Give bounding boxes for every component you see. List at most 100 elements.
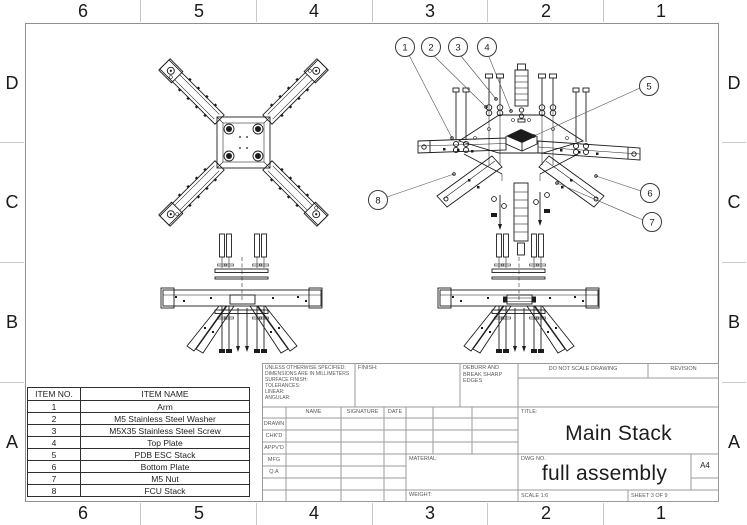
bom-header-item-no: ITEM NO. bbox=[27, 387, 81, 401]
balloon-4: 4 bbox=[477, 37, 497, 57]
bom-item-name: M5X35 Stainless Steel Screw bbox=[80, 424, 250, 437]
zone-label-left-d: D bbox=[5, 73, 19, 93]
zone-label-right-c: C bbox=[727, 192, 741, 212]
title-block-grid bbox=[262, 363, 719, 502]
zone-tick bbox=[372, 503, 373, 525]
zone-tick bbox=[722, 142, 746, 143]
scale-note: SCALE 1:6 bbox=[521, 493, 549, 499]
zone-label-top-4: 4 bbox=[308, 1, 319, 21]
balloon-6: 6 bbox=[640, 183, 660, 203]
zone-label-top-5: 5 bbox=[193, 1, 204, 21]
zone-label-top-3: 3 bbox=[424, 1, 435, 21]
bom-item-no: 7 bbox=[27, 472, 81, 485]
zone-label-right-b: B bbox=[727, 312, 740, 332]
balloon-5: 5 bbox=[639, 76, 659, 96]
approval-row-appvd: APPV'D bbox=[264, 445, 284, 451]
zone-tick bbox=[603, 503, 604, 525]
stack-block bbox=[229, 294, 256, 305]
zone-label-bottom-2: 2 bbox=[540, 503, 551, 523]
title-label: TITLE: bbox=[521, 409, 538, 415]
svg-text:7: 7 bbox=[649, 218, 654, 229]
zone-label-top-2: 2 bbox=[540, 1, 551, 21]
balloon-7: 7 bbox=[642, 212, 662, 232]
balloon-3: 3 bbox=[448, 37, 468, 57]
zone-tick bbox=[256, 503, 257, 525]
bom-item-name: M5 Stainless Steel Washer bbox=[80, 412, 250, 425]
zone-label-bottom-4: 4 bbox=[308, 503, 319, 523]
svg-text:8: 8 bbox=[375, 196, 380, 207]
bom-item-no: 4 bbox=[27, 436, 81, 449]
zone-label-top-6: 6 bbox=[77, 1, 88, 21]
zone-tick bbox=[487, 503, 488, 525]
zone-tick bbox=[603, 0, 604, 22]
zone-tick bbox=[0, 262, 24, 263]
approval-row-qa: Q.A bbox=[269, 469, 279, 475]
bom-item-no: 6 bbox=[27, 460, 81, 473]
approval-row-chkd: CHK'D bbox=[265, 433, 283, 439]
dwg-no-value: full assembly bbox=[541, 462, 668, 485]
spec-note: UNLESS OTHERWISE SPECIFIED: DIMENSIONS A… bbox=[265, 365, 350, 401]
zone-tick bbox=[0, 382, 24, 383]
paper-size: A4 bbox=[700, 461, 710, 470]
approval-row-drawn: DRAWN bbox=[263, 421, 285, 427]
do-not-scale-note: DO NOT SCALE DRAWING bbox=[548, 366, 618, 372]
zone-label-top-1: 1 bbox=[655, 1, 666, 21]
finish-label: FINISH: bbox=[358, 365, 378, 371]
zone-label-bottom-6: 6 bbox=[77, 503, 88, 523]
zone-tick bbox=[256, 0, 257, 22]
zone-label-right-d: D bbox=[727, 73, 741, 93]
zone-label-left-c: C bbox=[5, 192, 19, 212]
dwg-no-label: DWG NO. bbox=[521, 456, 546, 462]
bom-item-name: Bottom Plate bbox=[80, 460, 250, 473]
zone-label-left-b: B bbox=[5, 312, 18, 332]
balloon-leaders bbox=[386, 54, 644, 221]
bom-item-no: 3 bbox=[27, 424, 81, 437]
bom-header-item-name: ITEM NAME bbox=[80, 387, 250, 401]
zone-tick bbox=[140, 0, 141, 22]
zone-label-bottom-5: 5 bbox=[193, 503, 204, 523]
zone-tick bbox=[722, 262, 746, 263]
side-view bbox=[437, 233, 600, 354]
zone-label-bottom-1: 1 bbox=[655, 503, 666, 523]
date-header: DATE bbox=[387, 409, 403, 415]
revision-label: REVISION bbox=[670, 366, 697, 372]
zone-label-right-a: A bbox=[727, 432, 740, 452]
drawing-title: Main Stack bbox=[565, 422, 672, 445]
weight-label: WEIGHT: bbox=[409, 492, 432, 498]
balloon-2: 2 bbox=[421, 37, 441, 57]
zone-tick bbox=[487, 0, 488, 22]
bom-item-name: Arm bbox=[80, 400, 250, 413]
exploded-view bbox=[417, 63, 641, 256]
deburr-note: DEBURR AND BREAK SHARP EDGES bbox=[463, 365, 503, 385]
zone-tick bbox=[372, 0, 373, 22]
zone-label-bottom-3: 3 bbox=[424, 503, 435, 523]
front-view bbox=[160, 233, 323, 354]
material-label: MATERIAL: bbox=[409, 456, 438, 462]
sheet-note: SHEET 3 OF 9 bbox=[631, 493, 668, 499]
svg-text:4: 4 bbox=[484, 43, 489, 54]
name-header: NAME bbox=[305, 409, 322, 415]
bom-item-no: 5 bbox=[27, 448, 81, 461]
bom-item-no: 2 bbox=[27, 412, 81, 425]
zone-label-left-a: A bbox=[5, 432, 18, 452]
zone-tick bbox=[722, 382, 746, 383]
title-block: UNLESS OTHERWISE SPECIFIED: DIMENSIONS A… bbox=[262, 363, 719, 502]
svg-text:6: 6 bbox=[647, 189, 652, 200]
bom-header-row: ITEM NO. ITEM NAME bbox=[27, 387, 250, 401]
bom-item-name: M5 Nut bbox=[80, 472, 250, 485]
bom-item-no: 8 bbox=[27, 484, 81, 497]
bom-item-no: 1 bbox=[27, 400, 81, 413]
bom-item-name: FCU Stack bbox=[80, 484, 250, 497]
bom-item-name: Top Plate bbox=[80, 436, 250, 449]
zone-tick bbox=[140, 503, 141, 525]
